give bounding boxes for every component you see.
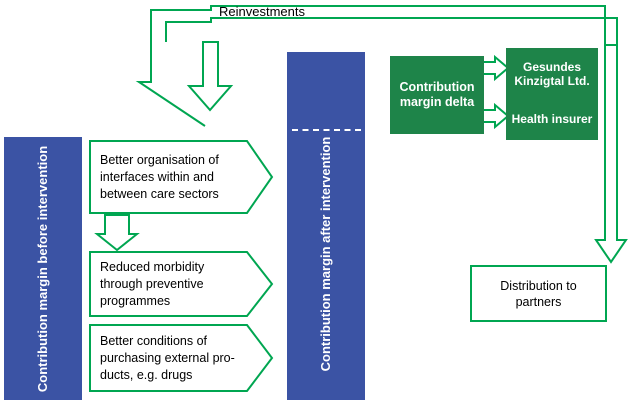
bar-after-label: Contribution margin after intervention — [318, 136, 333, 372]
callout-better-conditions: Better conditions of purchasing external… — [90, 325, 272, 391]
distribution-label: Distribution to partners — [500, 278, 577, 309]
callout-reduced-morbidity: Reduced morbidity through preventive pro… — [90, 252, 272, 316]
box-distribution-to-partners: Distribution to partners — [470, 265, 607, 322]
callout-1-label: Better organisation of interfaces within… — [100, 152, 219, 201]
callout-3-label: Better conditions of purchasing external… — [100, 333, 235, 382]
green-box-health-insurer-label: Health insurer — [511, 112, 593, 126]
bar-before-label: Contribution margin before intervention — [35, 145, 50, 392]
green-box-contribution-margin-delta: Contribution margin delta — [390, 56, 484, 134]
reinvestments-label: Reinvestments — [219, 4, 305, 19]
callout-better-organisation: Better organisation of interfaces within… — [90, 141, 272, 213]
bar-contribution-margin-after: Contribution margin after intervention — [287, 52, 365, 400]
green-box-health-insurer: Health insurer — [506, 98, 598, 140]
green-box-delta-label: Contribution margin delta — [399, 80, 475, 109]
callout-2-label: Reduced morbidity through preventive pro… — [100, 259, 205, 308]
green-box-kinzigtal-label: Gesundes Kinzigtal Ltd. — [514, 60, 590, 88]
green-box-gesundes-kinzigtal-ltd: Gesundes Kinzigtal Ltd. — [506, 48, 598, 100]
bar-after-dashed-divider — [292, 129, 361, 131]
bar-contribution-margin-before: Contribution margin before intervention — [4, 137, 82, 400]
